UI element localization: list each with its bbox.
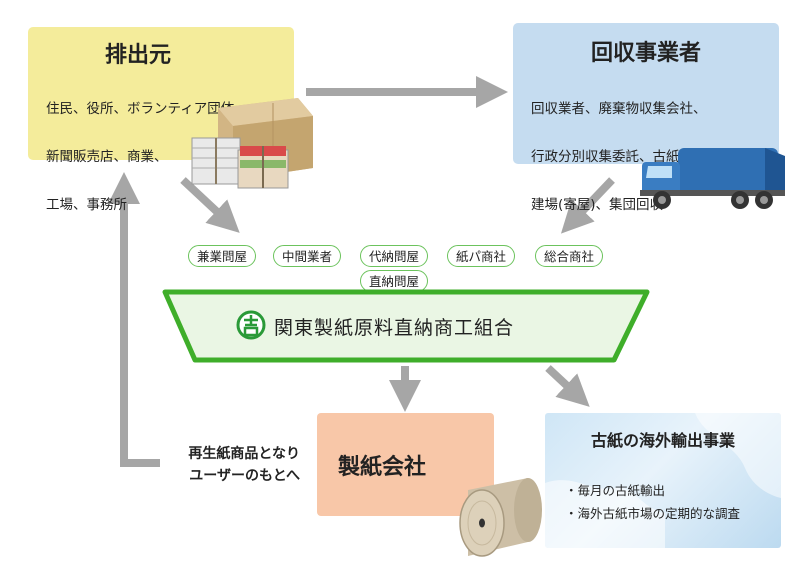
tag-jikinou-donya: 直納問屋 [360, 270, 429, 292]
export-item: ・毎月の古紙輸出 [565, 483, 666, 498]
paper-company-title: 製紙会社 [337, 455, 426, 480]
recycle-line: 再生紙商品となり [188, 446, 300, 462]
world-map-icon [545, 413, 781, 548]
collector-box: 回収事業者 回収業者、廃棄物収集会社、 行政分別収集委託、古紙問屋、 建場(寄屋… [513, 23, 779, 213]
source-line: 新聞販売店、商業、 [46, 149, 168, 165]
collector-title: 回収事業者 [590, 41, 701, 66]
union-name: 関東製紙原料直納商工組合 [274, 317, 515, 339]
paper-company-box: 製紙会社 [317, 413, 494, 516]
recycle-line: ユーザーのもとへ [189, 468, 300, 484]
paper-roll-icon [459, 478, 542, 557]
tag-kengyo-donya: 兼業問屋 [188, 245, 257, 267]
collector-description: 回収業者、廃棄物収集会社、 行政分別収集委託、古紙問屋、 建場(寄屋)、集団回収 [531, 73, 720, 241]
collector-line: 行政分別収集委託、古紙問屋、 [531, 149, 720, 165]
source-line: 工場、事務所 [46, 197, 127, 213]
collector-line: 回収業者、廃棄物収集会社、 [531, 101, 707, 117]
tag-sogo-shosha: 総合商社 [535, 245, 604, 267]
collector-line: 建場(寄屋)、集団回収 [531, 197, 664, 213]
tag-dainou-donya: 代納問屋 [360, 245, 429, 267]
export-item: ・海外古紙市場の定期的な調査 [565, 506, 741, 521]
arrow-recycle-to-source [108, 172, 160, 467]
union-emblem-icon [236, 310, 266, 340]
source-line: 住民、役所、ボランティア団体、 [46, 101, 248, 117]
source-description: 住民、役所、ボランティア団体、 新聞販売店、商業、 工場、事務所 [46, 73, 248, 241]
tag-kamipa-shosha: 紙パ商社 [447, 245, 516, 267]
paper-bundle-icon [191, 98, 313, 189]
export-box: 古紙の海外輸出事業 ・毎月の古紙輸出 ・海外古紙市場の定期的な調査 [545, 413, 781, 548]
arrow-source-to-union [180, 177, 240, 233]
source-title: 排出元 [104, 43, 171, 68]
tag-chukan-gyosha: 中間業者 [273, 245, 342, 267]
garbage-truck-icon [640, 148, 785, 209]
arrow-union-to-export [545, 365, 590, 407]
arrow-collector-to-union [560, 177, 615, 234]
recycle-text: 再生紙商品となり ユーザーのもとへ [160, 443, 300, 487]
export-title: 古紙の海外輸出事業 [590, 431, 735, 450]
